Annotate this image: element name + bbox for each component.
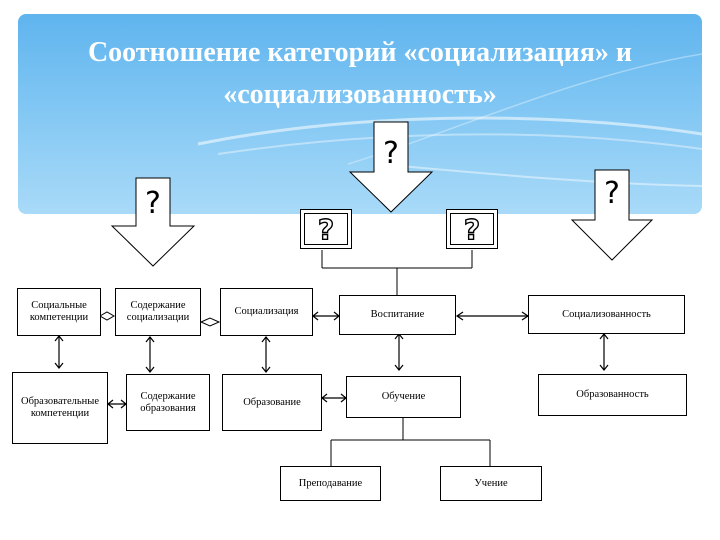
box-teaching: Преподавание (280, 466, 381, 501)
question-box-right-symbol: ? (450, 212, 494, 246)
question-box-left-symbol: ? (304, 212, 348, 246)
box-education: Образование (222, 374, 322, 431)
down-arrow-left (110, 177, 196, 267)
question-box-right: ? (446, 209, 498, 249)
question-mark-right: ? (604, 176, 620, 211)
slide-title-line1: Соотношение категорий «социализация» и (87, 37, 633, 68)
slide-title-line2: «социализованность» (223, 79, 497, 110)
diamond-connectors (98, 311, 221, 327)
question-box-left: ? (300, 209, 352, 249)
box-educatedness: Образованность (538, 374, 687, 416)
bottom-branch-lines (330, 418, 491, 466)
double-arrow-educational-competencies-content (107, 399, 127, 409)
box-education-content: Содержание образования (126, 374, 210, 431)
vertical-double-arrows (54, 333, 609, 373)
box-training: Обучение (346, 376, 461, 418)
box-educational-competencies: Образовательные компетенции (12, 372, 108, 444)
box-socialization: Социализация (220, 288, 313, 336)
double-arrow-upbringing-socializedness (455, 311, 530, 321)
question-mark-left: ? (145, 186, 161, 221)
slide-title: Соотношение категорий «социализация» и «… (18, 32, 702, 116)
down-arrow-center (348, 121, 434, 213)
double-arrow-education-training (321, 393, 347, 403)
double-arrow-socialization-upbringing (312, 311, 340, 321)
box-upbringing: Воспитание (339, 295, 456, 335)
box-socialization-content: Содержание социализации (115, 288, 201, 336)
box-social-competencies: Социальные компетенции (17, 288, 101, 336)
question-mark-center: ? (383, 136, 399, 171)
down-arrow-right (570, 169, 654, 261)
box-socializedness: Социализованность (528, 295, 685, 334)
question-box-connectors (321, 250, 473, 295)
box-learning: Учение (440, 466, 542, 501)
